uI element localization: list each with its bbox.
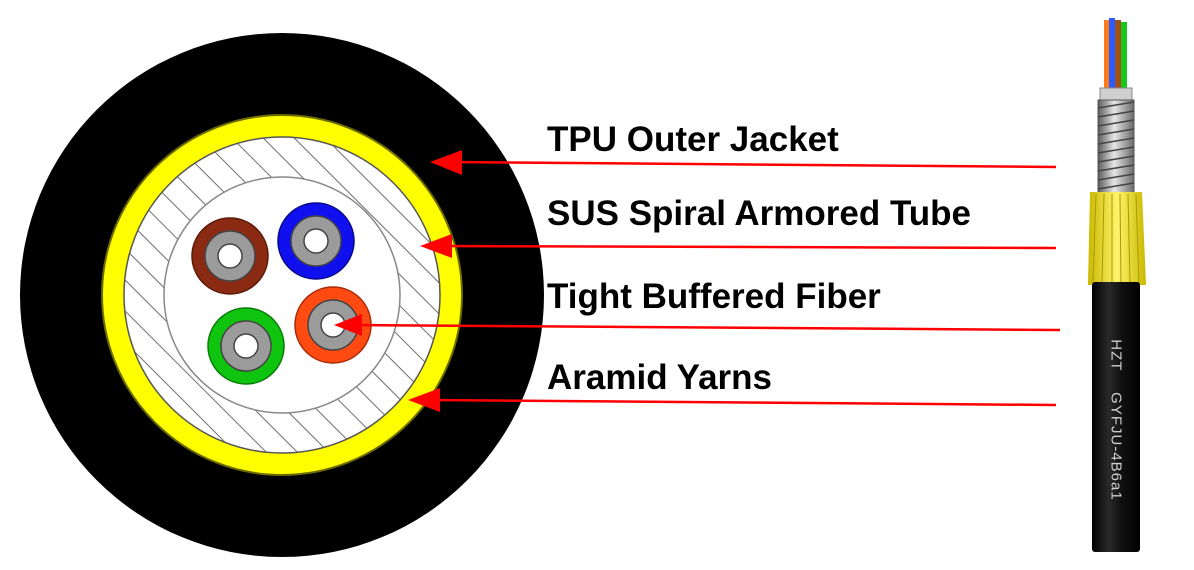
cable-side-view <box>1088 18 1146 552</box>
label-tpu-outer-jacket: TPU Outer Jacket <box>547 120 839 159</box>
fiber-brown <box>191 217 269 295</box>
arrow-fiber <box>334 314 1061 336</box>
label-sus-spiral-armored-tube: SUS Spiral Armored Tube <box>547 194 971 233</box>
label-tight-buffered-fiber: Tight Buffered Fiber <box>547 277 881 316</box>
cable-print-model: GYFJU-4B6a1 <box>1107 392 1125 501</box>
arrow-armor <box>420 234 1057 258</box>
fiber-green <box>207 307 285 385</box>
fiber-blue <box>277 202 355 280</box>
label-aramid-yarns: Aramid Yarns <box>547 358 773 397</box>
arrow-aramid <box>408 388 1057 412</box>
arrow-jacket <box>430 150 1057 175</box>
inner-core <box>163 176 401 414</box>
cable-print-brand: HZT <box>1107 339 1125 372</box>
fiber-orange <box>294 286 372 364</box>
